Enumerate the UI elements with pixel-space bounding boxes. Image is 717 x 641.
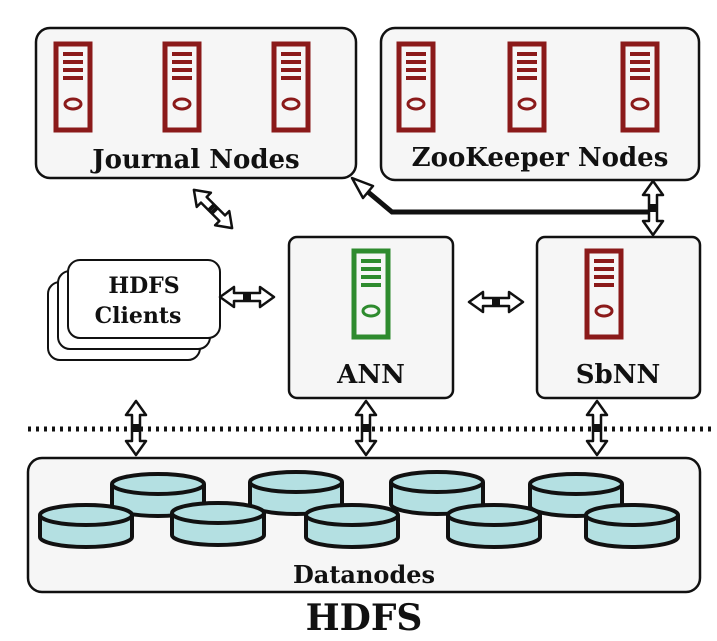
datanodes-label: Datanodes — [293, 560, 435, 589]
datanode-disk-icon-6 — [170, 501, 266, 547]
datanodes-group: Datanodes — [26, 456, 702, 594]
datanode-disk-icon-8 — [446, 503, 542, 549]
hdfs-clients-label-line2: Clients — [95, 303, 182, 329]
clients-ann-arrow-icon — [218, 285, 276, 309]
hdfs-clients-group: HDFS Clients — [47, 259, 221, 361]
ann-group: ANN — [287, 235, 455, 400]
datanode-disk-icon-7 — [304, 503, 400, 549]
ann-sbnn-arrow-icon — [467, 290, 525, 314]
arrowhead-icon — [350, 176, 375, 200]
sbnn-label: SbNN — [576, 360, 661, 390]
datanode-disk-icon-5 — [38, 503, 134, 549]
hdfs-clients-label-line1: HDFS — [108, 273, 179, 299]
ann-label: ANN — [336, 360, 405, 390]
zookeeper-nodes-group: ZooKeeper Nodes — [379, 26, 701, 182]
journal-to-sbnn-connector — [350, 176, 650, 215]
datanode-disk-icon-9 — [584, 503, 680, 549]
journal-nodes-group: Journal Nodes — [34, 26, 358, 180]
journal-nodes-label: Journal Nodes — [90, 145, 299, 175]
zookeeper-nodes-label: ZooKeeper Nodes — [412, 143, 669, 173]
zookeeper-sbnn-arrow-icon — [641, 179, 665, 237]
sbnn-group: SbNN — [535, 235, 702, 400]
hdfs-title: HDFS — [306, 597, 423, 639]
journal-ann-arrow-icon — [187, 183, 239, 235]
